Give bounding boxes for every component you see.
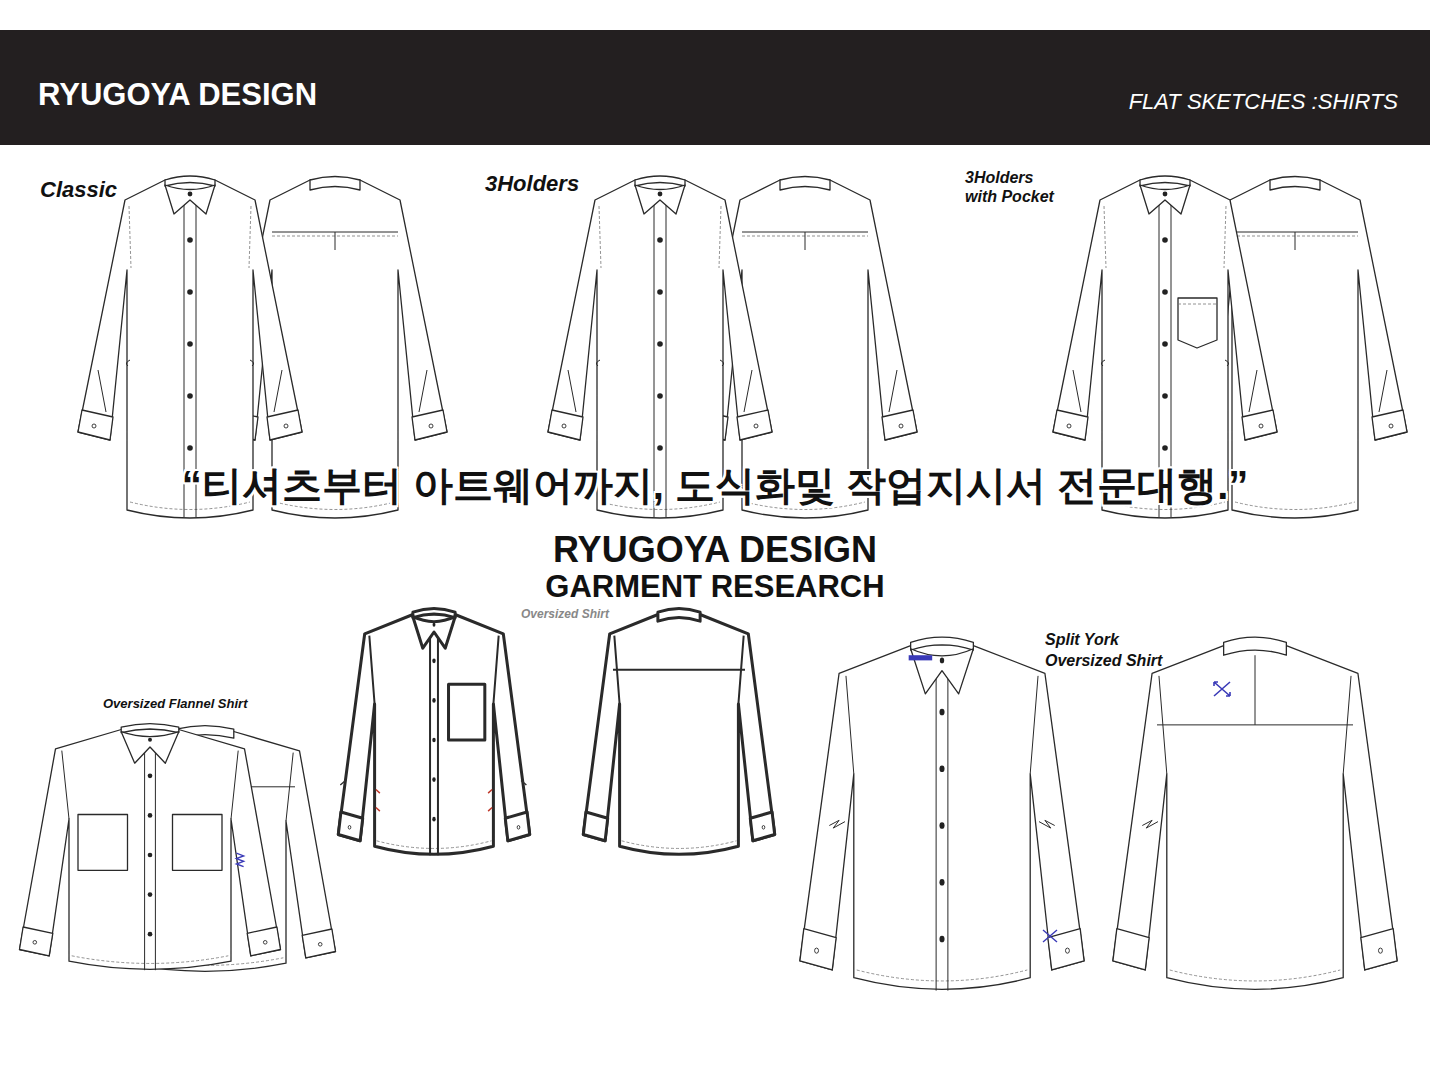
- slogan: “티셔츠부터 아트웨어까지, 도식화및 작업지시서 전문대행.”: [0, 462, 1430, 508]
- brand-subtitle: GARMENT RESEARCH: [0, 571, 1430, 604]
- style-name: Oversized Flannel Shirt: [103, 697, 248, 712]
- style-name: Oversized Shirt: [521, 608, 609, 622]
- header-band: [0, 30, 1430, 145]
- style-name: 3Holders with Pocket: [965, 168, 1065, 206]
- brand-overlay: RYUGOYA DESIGN: [0, 531, 1430, 569]
- style-name: 3Holders: [485, 171, 579, 196]
- sheet-heading: FLAT SKETCHES :SHIRTS: [960, 89, 1398, 114]
- style-name: Split York Oversized Shirt: [1045, 630, 1185, 672]
- style-name: Classic: [40, 177, 117, 202]
- brand-title: RYUGOYA DESIGN: [38, 77, 317, 113]
